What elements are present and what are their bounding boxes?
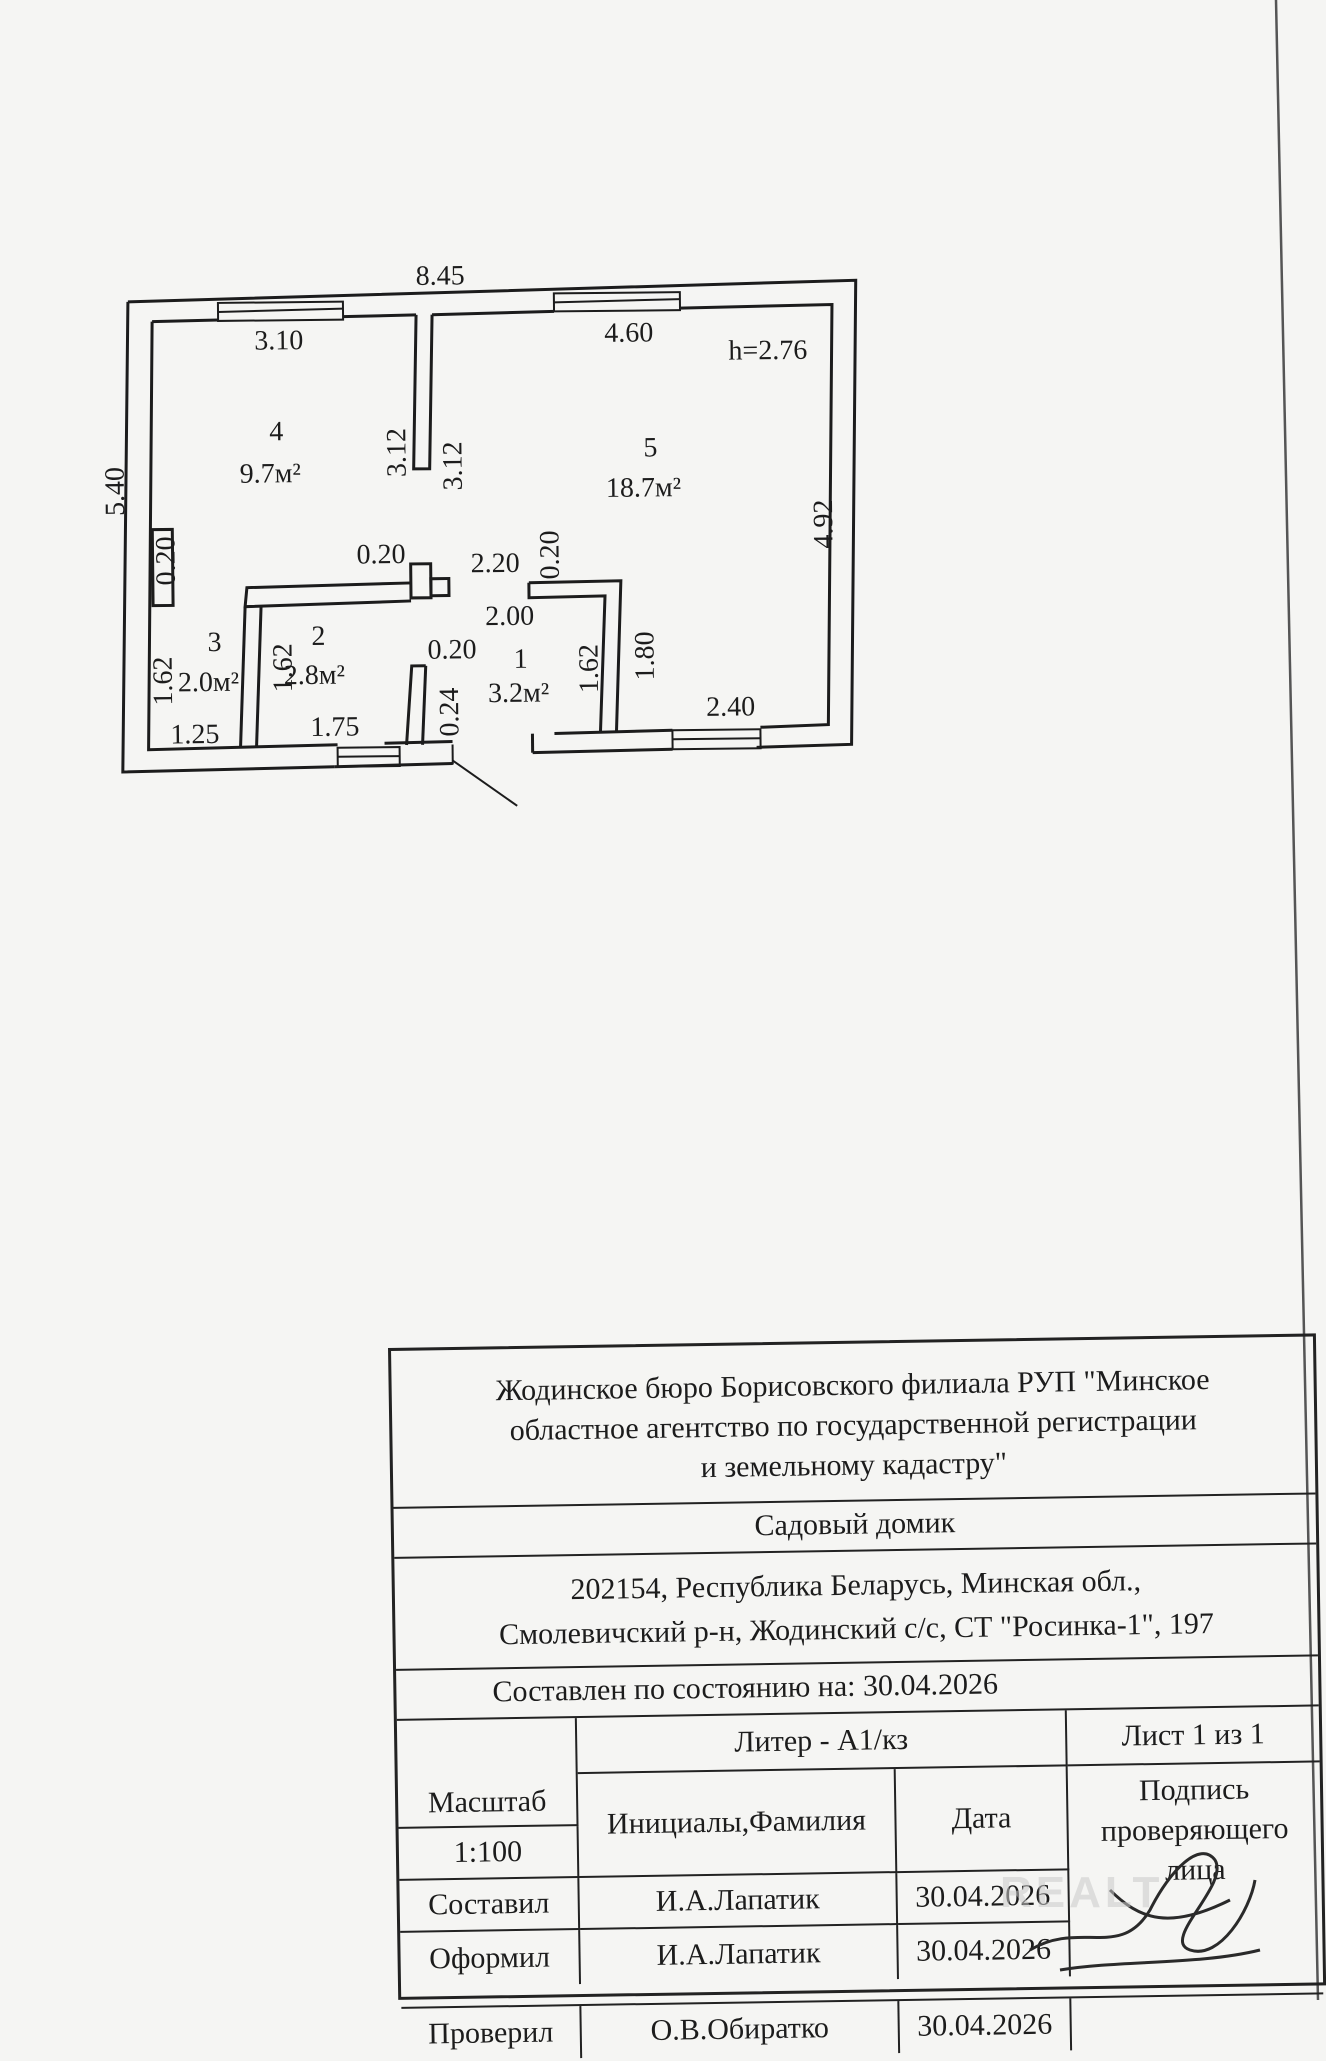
- dim-room4-width: 3.10: [254, 325, 303, 357]
- entry-door-swing: [453, 760, 517, 807]
- dim-door-wall: 0.20: [427, 634, 476, 666]
- room-5-number: 5: [643, 432, 657, 463]
- dim-left-wall-seg: 0.20: [150, 536, 182, 585]
- room-2-number: 2: [311, 621, 325, 652]
- dim-room5-bottom: 2.40: [706, 691, 755, 723]
- room-4-area: 9.7м²: [240, 458, 301, 490]
- date-checked: 30.04.2026: [899, 1998, 1072, 2053]
- dim-hall-width-top: 2.20: [471, 548, 520, 580]
- scale-label: Масштаб: [397, 1718, 579, 1829]
- name-checked: О.В.Обиратко: [581, 2001, 900, 2058]
- dim-overall-length: 8.45: [415, 260, 464, 292]
- organization-name: Жодинское бюро Борисовского филиала РУП …: [391, 1336, 1315, 1508]
- scale-value: 1:100: [399, 1826, 580, 1881]
- dim-hall-wall: 0.20: [534, 530, 566, 579]
- dim-room5-width: 4.60: [604, 317, 653, 349]
- signature-area: [1071, 1994, 1324, 2050]
- role-checked: Проверил: [401, 2006, 582, 2061]
- room-1-area: 3.2м²: [488, 677, 549, 709]
- watermark-logo: REALT: [1000, 1868, 1163, 1918]
- dim-hall-depth: 1.62: [574, 644, 606, 693]
- name-compiled: И.А.Лапатик: [579, 1873, 898, 1930]
- room-1-number: 1: [514, 644, 528, 675]
- dim-partition-left: 3.12: [381, 428, 413, 477]
- dim-room5-depth: 4.92: [808, 499, 840, 548]
- address: 202154, Республика Беларусь, Минская обл…: [394, 1544, 1318, 1670]
- room-3-number: 3: [207, 627, 221, 658]
- floor-plan: 8.45 5.40 h=2.76 3.10 4.60 3.12 3.12 4.9…: [0, 0, 1326, 900]
- ceiling-height: h=2.76: [728, 335, 807, 367]
- litera: Литер - А1/кз: [577, 1710, 1068, 1774]
- room-4-number: 4: [269, 416, 283, 447]
- role-compiled: Составил: [399, 1878, 580, 1933]
- sheet-number: Лист 1 из 1: [1067, 1706, 1320, 1766]
- room-2-area: 2.8м²: [284, 660, 345, 692]
- dim-partition-right: 3.12: [437, 441, 469, 490]
- dim-room2-width: 1.75: [310, 711, 359, 743]
- names-header: Инициалы,Фамилия: [578, 1769, 898, 1878]
- name-formatted: И.А.Лапатик: [580, 1925, 899, 1984]
- dim-room3-depth: 1.62: [148, 656, 180, 705]
- dim-overall-width: 5.40: [100, 467, 132, 516]
- dim-wall-thick-a: 0.20: [356, 539, 405, 571]
- dim-room3-width: 1.25: [170, 719, 219, 751]
- dim-hall-width: 2.00: [485, 601, 534, 633]
- room-3-area: 2.0м²: [178, 667, 239, 699]
- dim-room5-lower: 1.80: [629, 631, 661, 680]
- dim-entry-wall: 0.24: [434, 687, 466, 736]
- role-formatted: Оформил: [400, 1930, 581, 1987]
- room-5-area: 18.7м²: [606, 472, 681, 504]
